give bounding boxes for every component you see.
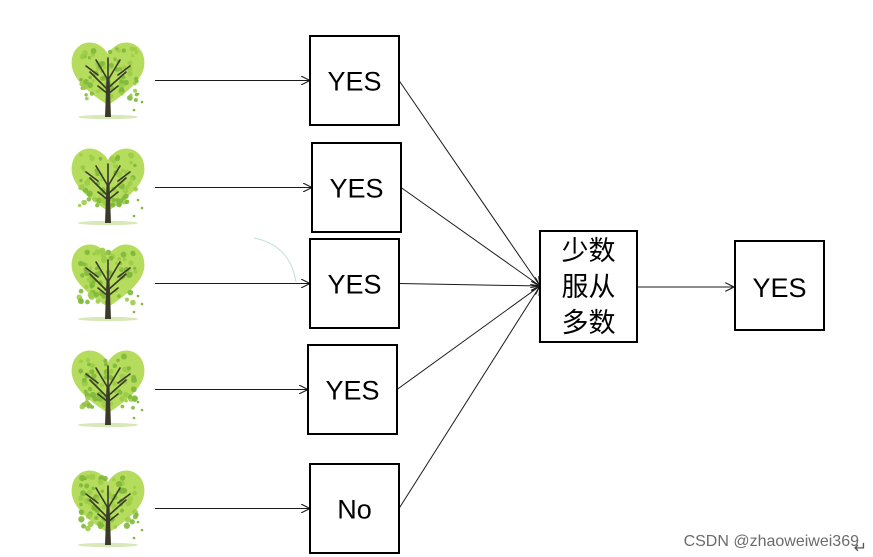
tree-output-box: YES [309,35,400,126]
tree-output-label: YES [325,376,379,406]
watermark: CSDN @zhaoweiwei369 [683,533,859,550]
tree-icon [71,244,145,322]
tree-output-label: YES [329,174,383,204]
tree-icon [71,470,145,548]
tree-output-label: YES [327,67,381,97]
tree-icon [71,350,145,428]
tree-output-box: YES [309,238,400,329]
decorative-arc [253,237,297,283]
tree-output-box: No [309,463,400,554]
output-to-vote-arrow [398,284,540,287]
vote-box: 少数 服从 多数 [539,230,638,343]
tree-output-label: No [337,495,372,525]
tree-icon [71,42,145,120]
tree-output-box: YES [311,142,402,233]
vote-line-3: 多数 [562,308,616,339]
tree-output-label: YES [327,270,381,300]
result-box: YES [734,240,825,331]
tree-icon [71,148,145,226]
output-to-vote-arrow [398,286,540,509]
output-to-vote-arrow [396,286,540,390]
tree-output-box: YES [307,344,398,435]
vote-line-2: 服从 [562,272,616,303]
output-to-vote-arrow [398,80,540,287]
output-to-vote-arrow [400,187,540,287]
return-mark-icon: ↵ [853,538,867,557]
vote-line-1: 少数 [562,236,616,267]
result-label: YES [752,273,806,303]
